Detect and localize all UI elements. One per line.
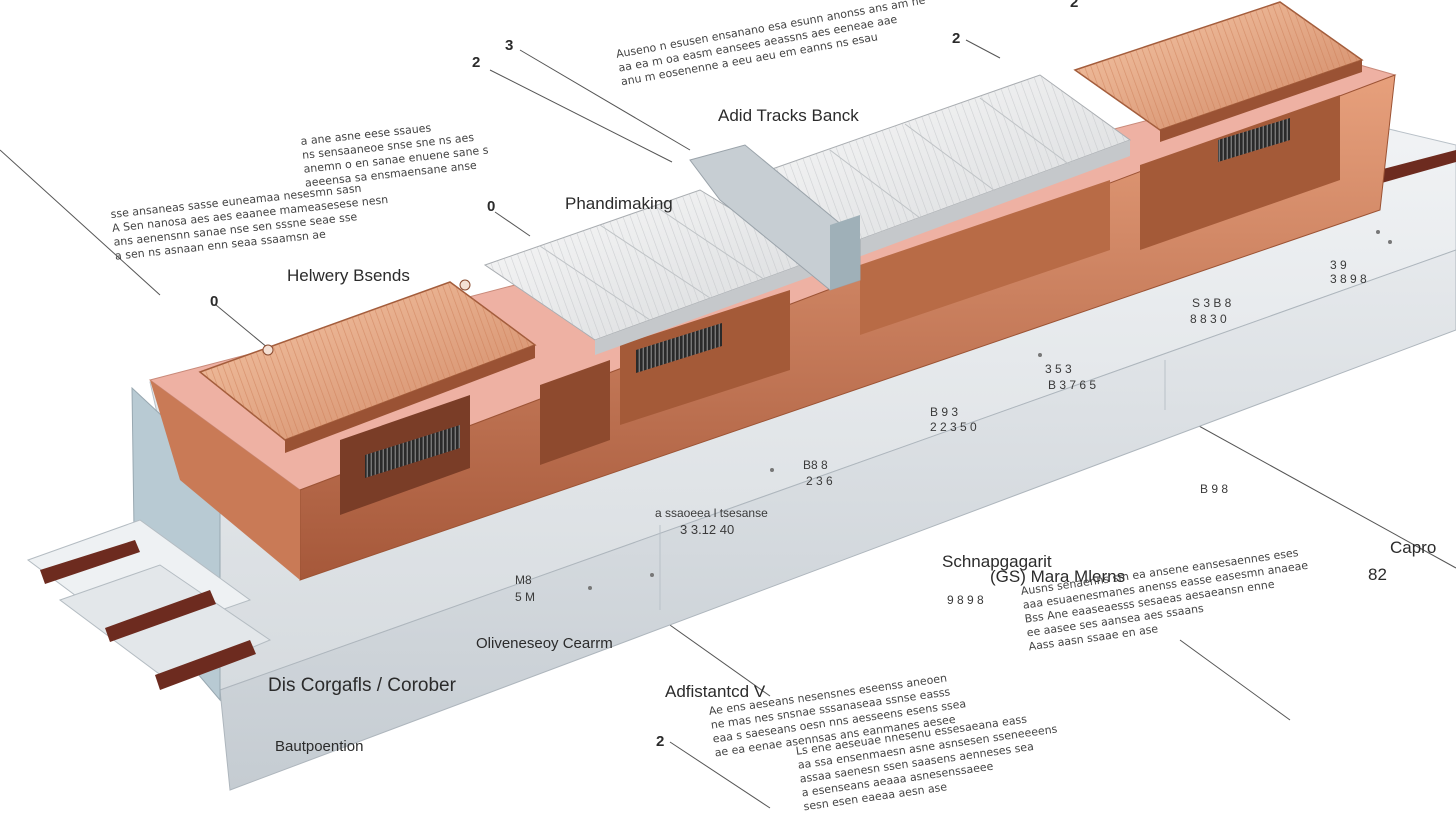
center-bracket bbox=[689, 144, 861, 291]
dimension-value: 3 8 9 8 bbox=[1330, 272, 1367, 286]
dimension-value: B 9 8 bbox=[1200, 482, 1229, 496]
label-side-mid: Oliveneseoy Cearrm bbox=[476, 635, 613, 652]
rail-dots bbox=[588, 230, 1392, 590]
dimension-value: 5 M bbox=[515, 590, 536, 604]
label-side-bottom: Bautpoention bbox=[275, 738, 364, 755]
dimension-heading: a ssaoeea l tsesanse bbox=[655, 506, 768, 520]
dimension-heading: 3 5 3 bbox=[1045, 362, 1072, 376]
dimension-heading: 3 9 bbox=[1330, 258, 1347, 272]
dimension-heading: M8 bbox=[515, 573, 532, 587]
dimension-value: 3 3.12 40 bbox=[680, 522, 735, 537]
cell-module-left bbox=[483, 189, 817, 355]
callout-number: 3 bbox=[505, 37, 514, 54]
callout-number: 2 bbox=[472, 54, 481, 71]
label-cap: Capro bbox=[1390, 538, 1437, 557]
dimension-value: 9 8 9 8 bbox=[947, 593, 984, 607]
dimension-value: 2 2 3 5 0 bbox=[930, 420, 977, 434]
label-heavy-bearing: Helwery Bsends bbox=[287, 266, 410, 285]
label-dis-cargo: Dis Corgafls / Corober bbox=[268, 675, 456, 696]
callout-marker: 0 bbox=[487, 198, 496, 215]
heat-pad-right bbox=[1073, 1, 1364, 142]
callout-number: 2 bbox=[1070, 0, 1079, 11]
bus-bars bbox=[40, 150, 1456, 690]
leader-lines bbox=[0, 39, 1456, 809]
label-main: (GS) Mara Mlerns bbox=[990, 567, 1126, 586]
callout-number: 2 bbox=[656, 733, 665, 750]
label-schematic: Schnapgagarit bbox=[942, 552, 1052, 571]
dimension-heading: S 3 B 8 bbox=[1192, 296, 1232, 310]
label-add-track: Adid Tracks Banck bbox=[718, 106, 859, 125]
callout-marker: 0 bbox=[210, 293, 219, 310]
dimension-heading: B 9 3 bbox=[930, 405, 959, 419]
dimension-value: 8 8 3 0 bbox=[1190, 312, 1227, 326]
label-cap-number: 82 bbox=[1368, 565, 1387, 584]
label-adjustment: Adfistantcd V bbox=[665, 682, 766, 701]
dimension-value: 2 3 6 bbox=[806, 474, 833, 488]
callout-number: 2 bbox=[952, 30, 961, 47]
dimension-value: B 3 7 6 5 bbox=[1048, 378, 1097, 392]
cell-module-right bbox=[753, 74, 1132, 262]
label-processing: Phandimaking bbox=[565, 194, 673, 213]
dimension-heading: B8 8 bbox=[803, 458, 828, 472]
heat-pad-left bbox=[198, 279, 537, 453]
